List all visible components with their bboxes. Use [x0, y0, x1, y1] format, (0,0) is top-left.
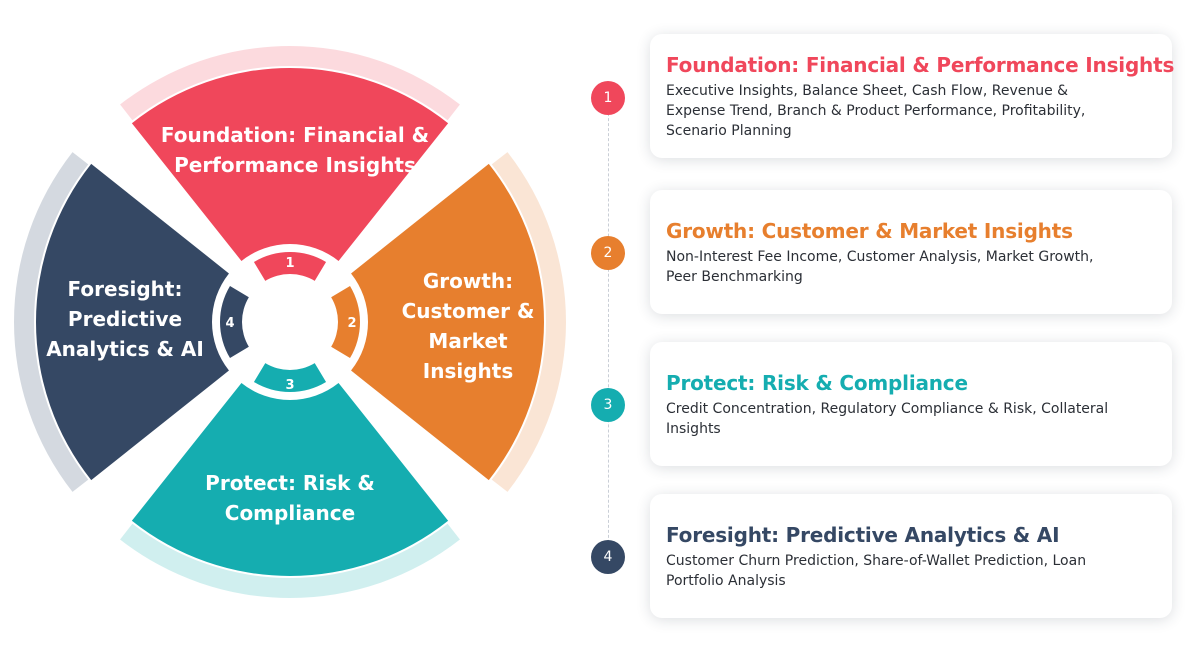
inner-number-3: 3	[285, 378, 295, 393]
segment-label-line: Foresight:	[67, 277, 183, 301]
card-description-line: Customer Churn Prediction, Share-of-Wall…	[666, 553, 1087, 569]
inner-arc-protect	[253, 363, 327, 392]
inner-number-4: 4	[225, 316, 235, 331]
segment-label-line: Protect: Risk &	[205, 471, 375, 495]
segment-protect	[131, 383, 449, 576]
card-description-line: Portfolio Analysis	[666, 573, 786, 589]
card-title: Protect: Risk & Compliance	[666, 371, 968, 395]
card-description-line: Scenario Planning	[666, 123, 792, 139]
step-circle-3: 3	[591, 388, 625, 422]
step-circle-1: 1	[591, 81, 625, 115]
card-description: Executive Insights, Balance Sheet, Cash …	[666, 81, 1156, 141]
outer-ring-foundation	[120, 45, 460, 121]
outer-ring-protect	[120, 523, 460, 598]
segment-label-line: Performance Insights	[174, 153, 416, 177]
segment-foresight	[36, 163, 229, 481]
card-title: Foresight: Predictive Analytics & AI	[666, 523, 1060, 547]
card-foresight: Foresight: Predictive Analytics & AI Cus…	[650, 494, 1172, 618]
card-foundation: Foundation: Financial & Performance Insi…	[650, 34, 1175, 158]
outer-ring-foresight	[13, 152, 89, 492]
segment-label-growth: Growth: Customer & Market Insights	[378, 266, 558, 386]
card-description-line: Executive Insights, Balance Sheet, Cash …	[666, 83, 1069, 99]
card-description: Customer Churn Prediction, Share-of-Wall…	[666, 551, 1156, 591]
segment-wheel	[13, 45, 566, 598]
segment-label-line: Customer &	[401, 299, 535, 323]
timeline-connector	[608, 98, 609, 558]
step-circle-2: 2	[591, 236, 625, 270]
segment-label-line: Insights	[422, 359, 514, 383]
segment-label-line: Analytics & AI	[46, 337, 204, 361]
inner-number-2: 2	[347, 316, 357, 331]
card-protect: Protect: Risk & Compliance Credit Concen…	[650, 342, 1172, 466]
segment-label-foundation: Foundation: Financial & Performance Insi…	[140, 120, 450, 180]
wheel-center-hub	[246, 278, 334, 366]
card-description: Credit Concentration, Regulatory Complia…	[666, 399, 1156, 439]
inner-arc-foundation	[253, 252, 327, 281]
inner-arc-growth	[331, 285, 360, 359]
segment-foundation	[131, 68, 449, 261]
segment-label-protect: Protect: Risk & Compliance	[170, 468, 410, 528]
segment-label-line: Growth:	[422, 269, 514, 293]
step-circle-4: 4	[591, 540, 625, 574]
outer-ring-growth	[491, 152, 566, 492]
segment-label-line: Market	[428, 329, 508, 353]
segment-label-line: Foundation: Financial &	[160, 123, 430, 147]
segment-label-line: Predictive	[67, 307, 183, 331]
inner-arc-foresight	[220, 285, 249, 359]
card-description-line: Insights	[666, 421, 721, 437]
inner-number-1: 1	[285, 256, 295, 271]
segment-label-line: Compliance	[224, 501, 356, 525]
card-title: Growth: Customer & Market Insights	[666, 219, 1073, 243]
card-description: Non-Interest Fee Income, Customer Analys…	[666, 247, 1156, 287]
card-description-line: Non-Interest Fee Income, Customer Analys…	[666, 249, 1094, 265]
segment-label-foresight: Foresight: Predictive Analytics & AI	[30, 274, 220, 364]
card-description-line: Credit Concentration, Regulatory Complia…	[666, 401, 1109, 417]
card-description-line: Expense Trend, Branch & Product Performa…	[666, 103, 1086, 119]
card-description-line: Peer Benchmarking	[666, 269, 803, 285]
card-growth: Growth: Customer & Market Insights Non-I…	[650, 190, 1172, 314]
segment-growth	[351, 163, 544, 481]
card-title: Foundation: Financial & Performance Insi…	[666, 53, 1175, 77]
